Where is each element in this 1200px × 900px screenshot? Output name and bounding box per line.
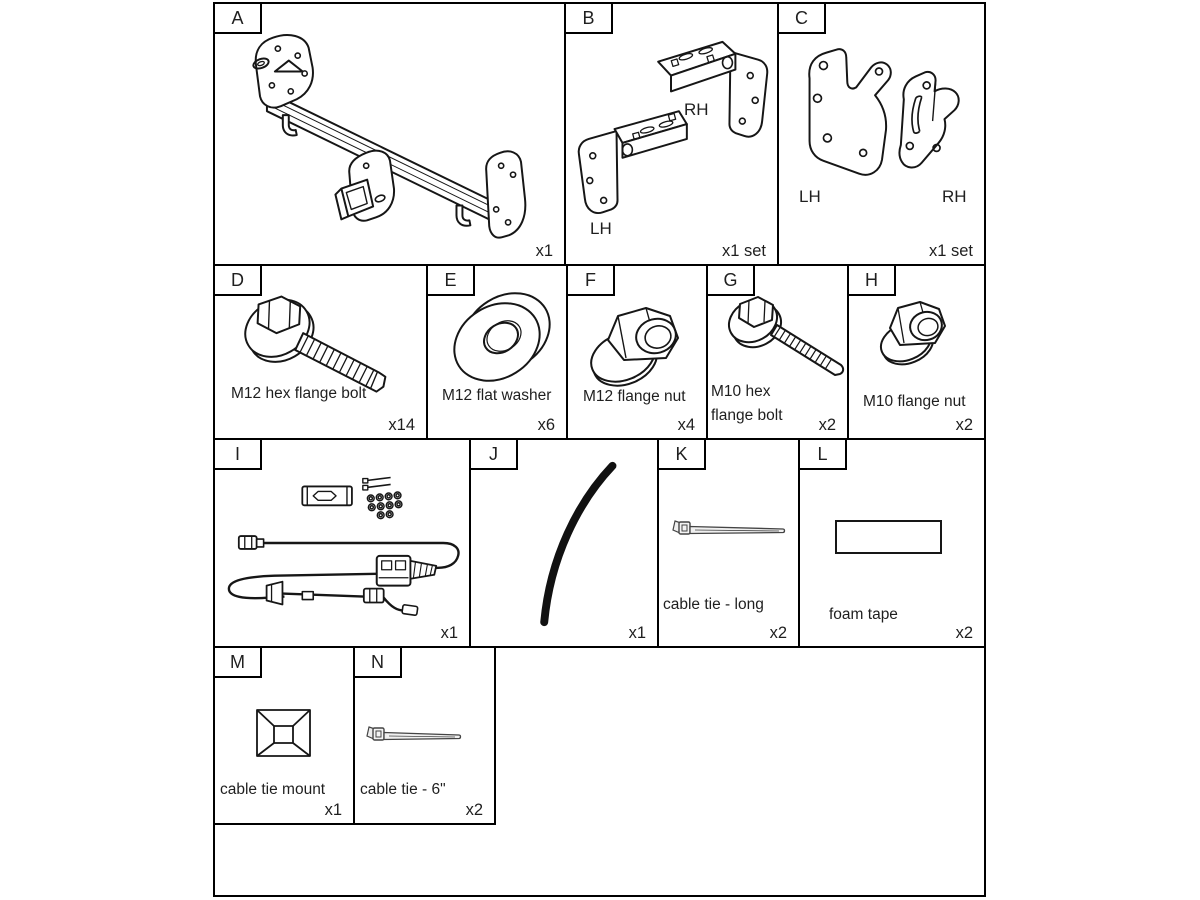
foam-tape-icon (835, 520, 942, 554)
part-name: cable tie - 6" (360, 781, 446, 798)
mounting-bracket-set-icon (577, 40, 769, 214)
left-hand-mark: LH (799, 187, 821, 206)
quantity-label: x2 (818, 416, 836, 434)
part-letter: D (231, 269, 244, 290)
part-name: cable tie - long (663, 596, 764, 613)
part-label-box-d: D (215, 266, 262, 296)
right-hand-mark: RH (684, 100, 709, 119)
part-cell-j: J x1 (471, 440, 659, 648)
quantity-label: x1 (628, 624, 646, 642)
part-cell-m: M cable tie mount x1 (215, 648, 355, 825)
parts-kit-diagram: A (213, 2, 986, 897)
parts-row-2: D M12 hex flange bolt x14 E (215, 266, 984, 440)
cable-tie-6in-icon (366, 726, 462, 741)
part-label-box-n: N (355, 648, 402, 678)
quantity-label: x2 (465, 801, 483, 819)
part-cell-i: I (215, 440, 471, 648)
part-name: M12 flange nut (583, 388, 686, 405)
part-letter: A (231, 7, 244, 28)
part-cell-a: A (215, 4, 566, 266)
part-cell-e: E M12 flat washer x6 (428, 266, 568, 440)
m10-flange-nut-icon (879, 301, 946, 366)
part-label-box-m: M (215, 648, 262, 678)
part-letter: E (444, 269, 457, 290)
part-name: cable tie mount (220, 781, 326, 798)
part-label-box-k: K (659, 440, 706, 470)
part-cell-n: N cable tie - 6" x2 (355, 648, 496, 825)
part-cell-c: C LH RH x1 set (779, 4, 984, 266)
part-cell-k: K cable tie - long x2 (659, 440, 800, 648)
m12-flange-nut-icon (590, 307, 679, 387)
part-name-line1: M10 hex (711, 383, 771, 400)
part-label-box-i: I (215, 440, 262, 470)
part-cell-h: H M10 flange nut x2 (849, 266, 984, 440)
part-label-box-j: J (471, 440, 518, 470)
parts-row-1: A (215, 4, 984, 266)
part-label-box-b: B (566, 4, 613, 34)
part-letter: G (723, 269, 738, 290)
m12-flat-washer-icon (453, 292, 551, 382)
m10-hex-flange-bolt-icon (728, 296, 845, 376)
part-label-box-e: E (428, 266, 475, 296)
part-name: M10 flange nut (863, 393, 966, 410)
m12-hex-flange-bolt-icon (244, 295, 387, 393)
parts-row-4: M cable tie mount x1 N (215, 648, 984, 825)
part-letter: I (234, 443, 240, 464)
empty-area (215, 825, 984, 895)
part-label-box-c: C (779, 4, 826, 34)
part-letter: J (489, 443, 498, 464)
cable-tie-mount-icon (256, 709, 311, 757)
quantity-label: x1 (440, 624, 458, 642)
part-letter: F (585, 269, 596, 290)
part-letter: M (230, 651, 245, 672)
part-letter: C (795, 7, 808, 28)
right-hand-mark: RH (942, 187, 967, 206)
quantity-label: x4 (677, 416, 695, 434)
part-cell-b: B (566, 4, 779, 266)
part-name: M10 hex flange bolt (711, 380, 821, 428)
parts-row-3: I (215, 440, 984, 648)
quantity-label: x2 (955, 624, 973, 642)
quantity-label: x2 (769, 624, 787, 642)
quantity-label: x14 (388, 416, 415, 434)
quantity-label: x2 (955, 416, 973, 434)
part-label-box-g: G (708, 266, 755, 296)
part-cell-d: D M12 hex flange bolt x14 (215, 266, 428, 440)
left-hand-mark: LH (590, 219, 612, 238)
part-name: M12 flat washer (442, 387, 552, 404)
quantity-label: x1 (535, 242, 553, 260)
part-label-box-l: L (800, 440, 847, 470)
part-name: M12 hex flange bolt (231, 385, 367, 402)
side-plate-set-icon (808, 48, 960, 176)
quantity-label: x1 set (721, 242, 766, 260)
quantity-label: x6 (537, 416, 555, 434)
part-name-line2: flange bolt (711, 407, 783, 424)
part-cell-f: F M12 flange nut x4 (568, 266, 708, 440)
part-label-box-a: A (215, 4, 262, 34)
part-letter: H (865, 269, 878, 290)
part-label-box-f: F (568, 266, 615, 296)
convolute-tube-icon (540, 461, 617, 627)
part-letter: L (817, 443, 828, 464)
part-cell-l: L foam tape x2 (800, 440, 984, 648)
part-cell-g: G M10 hex flange bolt x2 (708, 266, 849, 440)
cable-tie-long-icon (672, 520, 786, 535)
quantity-label: x1 set (928, 242, 973, 260)
part-name: foam tape (829, 606, 898, 623)
part-letter: N (371, 651, 384, 672)
tow-bar-crossmember-icon (252, 34, 527, 239)
part-letter: B (582, 7, 595, 28)
part-label-box-h: H (849, 266, 896, 296)
wiring-harness-icon (227, 476, 460, 617)
part-letter: K (675, 443, 688, 464)
quantity-label: x1 (324, 801, 342, 819)
